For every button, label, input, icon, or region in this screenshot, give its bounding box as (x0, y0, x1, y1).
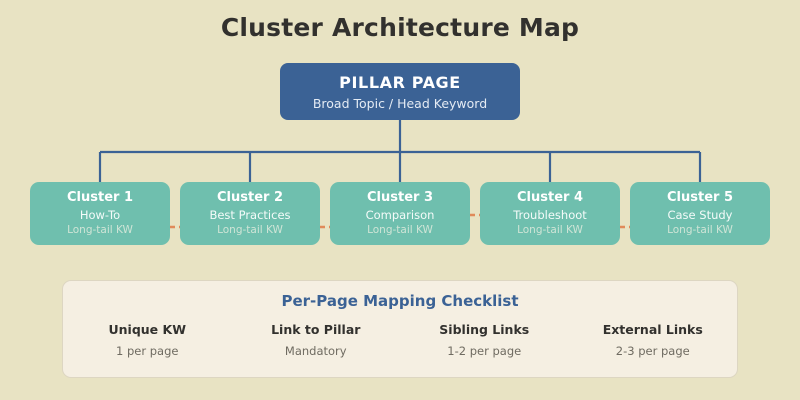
checklist-label: Link to Pillar (271, 322, 361, 337)
cluster-node-1[interactable]: Cluster 1 How-To Long-tail KW (30, 182, 170, 245)
cluster-subtitle: Case Study (667, 208, 733, 222)
cluster-title: Cluster 4 (516, 190, 583, 205)
cluster-subtitle: Troubleshoot (513, 208, 587, 222)
cluster-node-2[interactable]: Cluster 2 Best Practices Long-tail KW (180, 182, 320, 245)
checklist-value: 2-3 per page (615, 344, 690, 358)
cluster-subtitle: Best Practices (209, 208, 291, 222)
checklist-label: External Links (602, 322, 703, 337)
cluster-node-5[interactable]: Cluster 5 Case Study Long-tail KW (630, 182, 770, 245)
cluster-title: Cluster 3 (366, 190, 433, 205)
checklist-label: Unique KW (108, 322, 186, 337)
checklist-panel: Per-Page Mapping Checklist Unique KW 1 p… (62, 280, 738, 378)
checklist-title: Per-Page Mapping Checklist (281, 292, 519, 310)
checklist-item-external-links: External Links 2-3 per page (569, 321, 738, 359)
cluster-node-3[interactable]: Cluster 3 Comparison Long-tail KW (330, 182, 470, 245)
cluster-keyword: Long-tail KW (67, 224, 133, 236)
pillar-title: PILLAR PAGE (339, 72, 461, 92)
cluster-title: Cluster 5 (666, 190, 733, 205)
checklist-item-sibling-links: Sibling Links 1-2 per page (400, 321, 569, 359)
cluster-keyword: Long-tail KW (667, 224, 733, 236)
checklist-value: Mandatory (284, 344, 347, 358)
checklist-item-unique-kw: Unique KW 1 per page (63, 321, 232, 359)
cluster-subtitle: How-To (79, 208, 121, 222)
checklist-item-link-to-pillar: Link to Pillar Mandatory (232, 321, 401, 359)
cluster-row: Cluster 1 How-To Long-tail KW Cluster 2 … (30, 182, 770, 245)
page-title: Cluster Architecture Map (220, 13, 580, 42)
checklist-value: 1-2 per page (447, 344, 522, 358)
cluster-title: Cluster 2 (216, 190, 283, 205)
cluster-subtitle: Comparison (365, 208, 435, 222)
cluster-node-4[interactable]: Cluster 4 Troubleshoot Long-tail KW (480, 182, 620, 245)
checklist-label: Sibling Links (439, 322, 530, 337)
checklist-value: 1 per page (116, 344, 179, 358)
cluster-keyword: Long-tail KW (217, 224, 283, 236)
cluster-keyword: Long-tail KW (517, 224, 583, 236)
cluster-keyword: Long-tail KW (367, 224, 433, 236)
cluster-title: Cluster 1 (66, 190, 133, 205)
pillar-subtitle: Broad Topic / Head Keyword (312, 95, 488, 111)
pillar-page-node[interactable]: PILLAR PAGE Broad Topic / Head Keyword (280, 63, 520, 120)
checklist-columns: Unique KW 1 per page Link to Pillar Mand… (63, 321, 737, 359)
